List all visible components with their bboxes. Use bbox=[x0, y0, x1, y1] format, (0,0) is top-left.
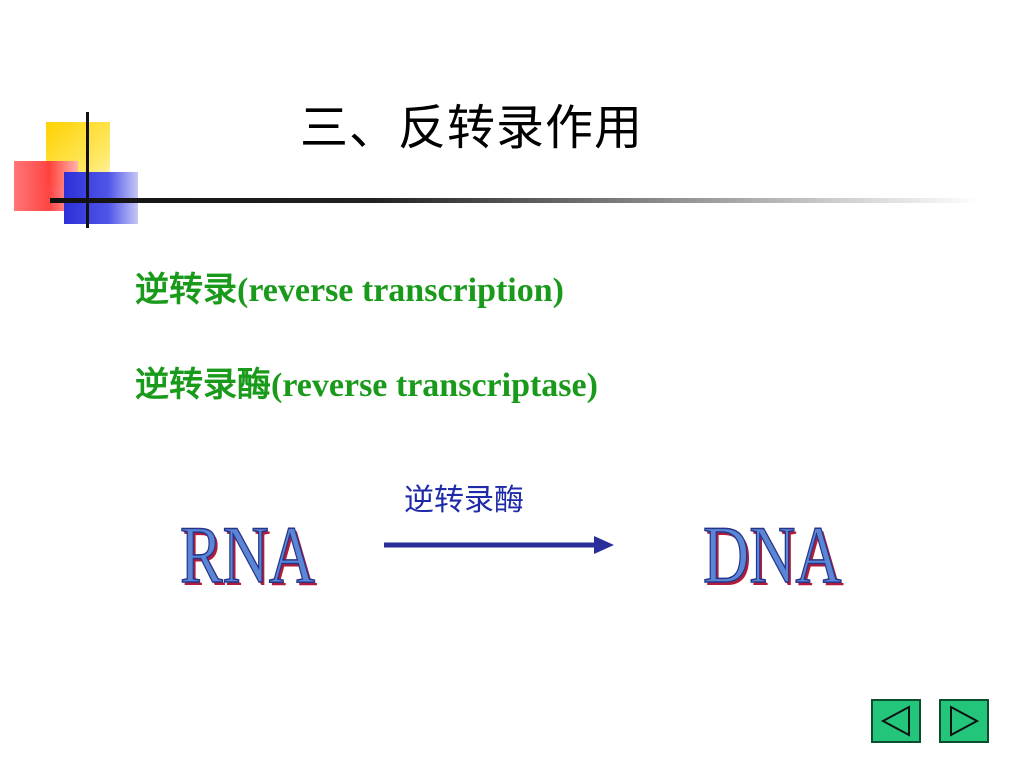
triangle-right-icon bbox=[950, 705, 980, 737]
dna-label: DNA bbox=[702, 508, 842, 601]
previous-slide-button[interactable] bbox=[871, 699, 921, 743]
term-reverse-transcription: 逆转录(reverse transcription) bbox=[135, 272, 564, 309]
next-slide-button[interactable] bbox=[939, 699, 989, 743]
slide-title: 三、反转录作用 bbox=[300, 100, 644, 156]
arrow-right-icon bbox=[384, 536, 614, 554]
decor-vertical-line bbox=[86, 112, 89, 228]
arrow-label: 逆转录酶 bbox=[404, 483, 524, 518]
term-reverse-transcriptase: 逆转录酶(reverse transcriptase) bbox=[135, 367, 598, 404]
rna-label: RNA bbox=[179, 508, 316, 601]
triangle-left-icon bbox=[880, 705, 910, 737]
title-underline bbox=[50, 198, 980, 203]
